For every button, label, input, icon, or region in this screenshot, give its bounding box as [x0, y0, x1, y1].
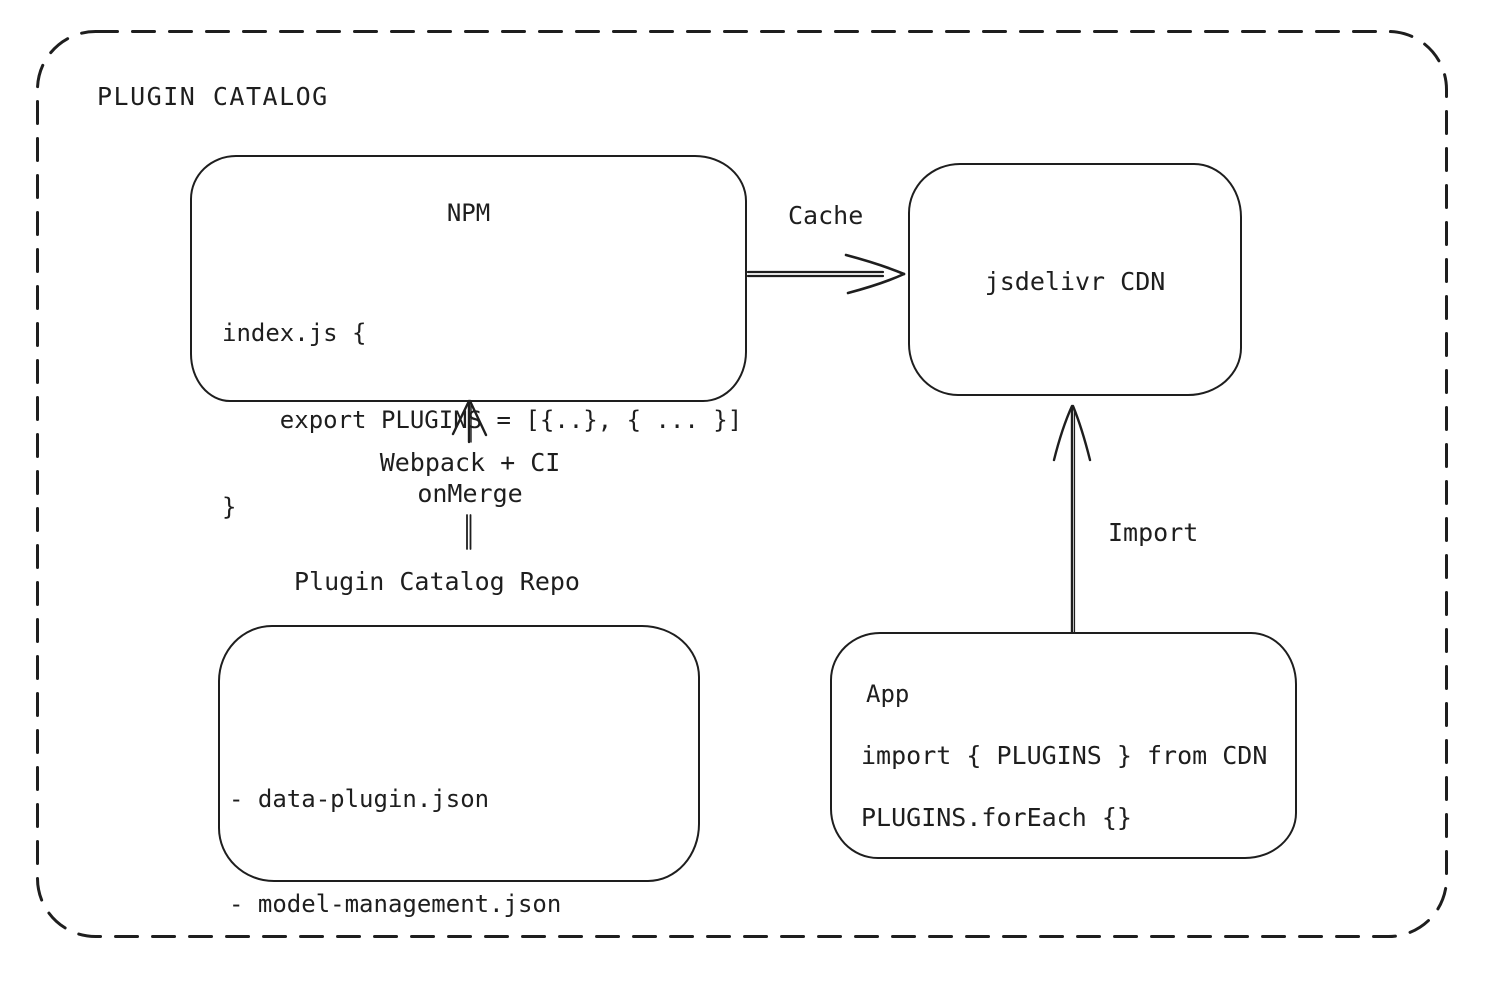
npm-node: NPM index.js { export PLUGINS = [{..}, {… [190, 155, 747, 521]
npm-code-line: } [222, 493, 237, 521]
app-code-line: import { PLUGINS } from CDN [861, 741, 1268, 770]
diagram-title: PLUGIN CATALOG [97, 82, 329, 111]
dashed-border [36, 30, 1448, 938]
import-arrow-label: Import [1108, 518, 1199, 547]
repo-node: - data-plugin.json - model-management.js… [218, 625, 700, 1002]
repo-file-list: - data-plugin.json - model-management.js… [229, 712, 561, 1002]
build-arrow-tail [466, 514, 472, 550]
app-node: App import { PLUGINS } from CDN PLUGINS.… [830, 632, 1297, 859]
build-arrow-label-line2: onMerge [417, 479, 523, 508]
npm-code-block: index.js { export PLUGINS = [{..}, { ...… [222, 261, 742, 580]
repo-file-item: - data-plugin.json [229, 785, 490, 813]
build-arrow-label-line1: Webpack + CI [379, 448, 561, 477]
app-node-title: App [866, 680, 910, 708]
repo-node-title: Plugin Catalog Repo [294, 567, 580, 596]
repo-file-item: - model-management.json [229, 890, 562, 918]
npm-node-title: NPM [446, 199, 491, 227]
npm-code-line: index.js { [222, 319, 367, 347]
cdn-node-label: jsdelivr CDN [984, 267, 1166, 296]
build-arrow-head [451, 399, 488, 444]
cdn-node: jsdelivr CDN [908, 163, 1242, 396]
repo-file-item: ... [229, 992, 561, 1002]
cache-arrow [746, 253, 906, 295]
import-arrow [1052, 404, 1092, 634]
npm-code-line: export PLUGINS = [{..}, { ... }] [222, 406, 743, 434]
cache-arrow-label: Cache [788, 201, 864, 230]
app-code-line: PLUGINS.forEach {} [861, 803, 1132, 832]
